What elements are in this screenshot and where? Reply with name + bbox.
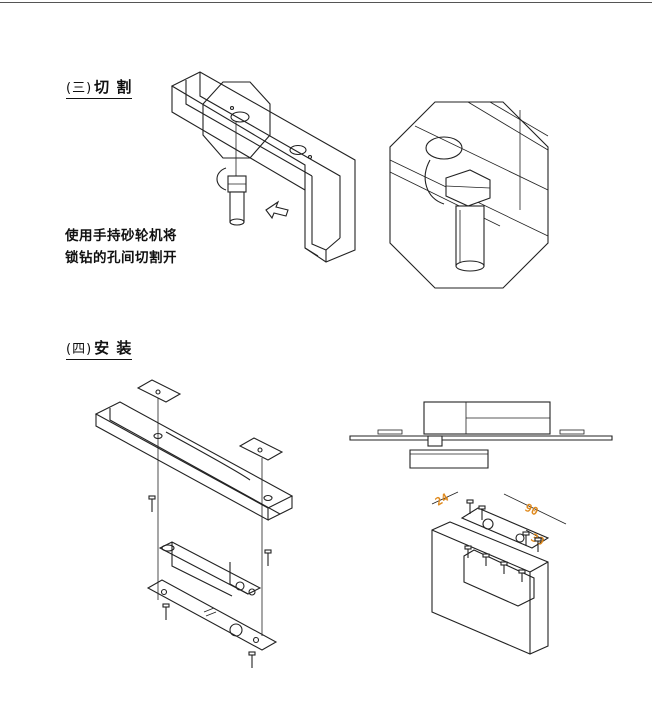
dimension-24: 24 [433, 491, 451, 509]
top-rule [0, 2, 652, 3]
cutting-instruction: 使用手持砂轮机将 锁钻的孔间切割开 [65, 225, 177, 269]
section-4-heading: (四)安 装 [66, 339, 133, 360]
screw-right [264, 549, 272, 566]
screw-bottom-left [162, 603, 170, 620]
section-3-number: (三) [66, 81, 93, 96]
screw-left [148, 495, 156, 512]
section-3-heading: (三)切 割 [66, 78, 133, 99]
instruction-line-2: 锁钻的孔间切割开 [65, 250, 177, 266]
dimension-90: 90 [523, 501, 541, 518]
section-3-title: 切 割 [94, 78, 133, 96]
section-4-title: 安 装 [94, 339, 133, 357]
section-4-number: (四) [66, 342, 93, 357]
screw-bottom-right [248, 651, 256, 668]
instruction-line-1: 使用手持砂轮机将 [65, 228, 177, 244]
